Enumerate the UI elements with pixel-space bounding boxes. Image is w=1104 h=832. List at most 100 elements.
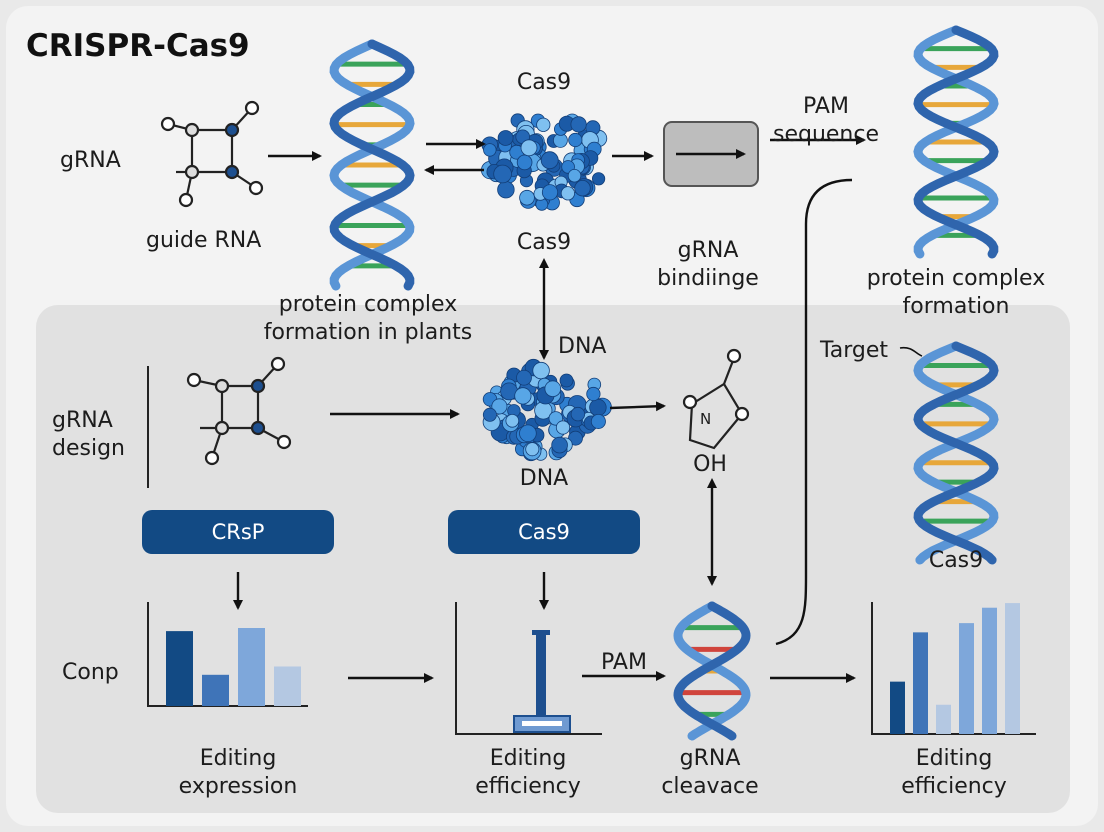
cluster-bead [491,398,508,415]
chart-bar [959,623,974,734]
label-target: Target [820,338,889,363]
cluster-bead [551,436,568,454]
label-editing-efficiency-right-2: efficiency [901,774,1007,799]
label-conp: Conp [62,660,119,685]
cluster-bead [516,154,533,171]
chart-bar [274,666,301,706]
dna-cluster-icon [482,358,612,462]
cluster-bead [544,380,562,398]
chart-bar [1005,603,1020,734]
label-pam-sequence-2: sequence [772,122,880,147]
bar-chart-right [890,603,1020,734]
label-editing-efficiency-mid-1: Editing [489,746,567,771]
cluster-bead [519,189,535,206]
cluster-bead [497,180,515,199]
label-cas9-under: Cas9 [516,230,572,255]
cluster-bead [568,132,583,148]
cluster-bead [505,413,520,428]
label-editing-expression-2: expression [178,774,298,799]
cluster-bead [560,186,576,201]
cluster-bead [567,168,582,183]
cluster-bead [570,116,587,133]
cluster-bead [483,143,497,157]
helix-layer [329,25,999,741]
label-editing-efficiency-mid-2: efficiency [475,774,581,799]
cluster-bead [514,387,532,405]
cluster-bead [536,117,551,132]
cas9-cluster-icon [480,113,608,211]
label-n: N [700,410,712,428]
helix-top-right-icon [913,25,999,259]
column-icon [513,630,571,733]
label-grna-cleavace-1: gRNA [679,746,741,771]
chart-bar [890,681,905,734]
label-grna: gRNA [60,148,121,173]
cluster-bead [570,406,586,422]
helix-cleavace-icon [673,601,751,741]
label-dna-arrow: DNA [558,334,607,359]
label-pam-bottom: PAM [601,650,647,675]
label-dna-under: DNA [519,466,569,491]
cluster-layer [480,113,612,462]
helix-target-icon [913,341,999,565]
label-grna-cleavace-2: cleavace [661,774,759,799]
grna-molecule-icon [160,100,264,208]
cas9-button[interactable]: Cas9 [448,510,640,554]
ring-molecule-icon [682,348,750,450]
helix-strand-back [329,39,415,291]
label-editing-expression-1: Editing [199,746,277,771]
label-cas9-right: Cas9 [928,548,984,573]
label-grna-binding-1: gRNA [677,238,739,263]
cluster-bead [520,139,538,157]
page-title: CRISPR-Cas9 [26,28,250,64]
helix-strand-back [673,601,751,741]
target-pointer [899,346,923,357]
cluster-bead [586,386,601,402]
grna-design-molecule-icon [186,356,292,466]
helix-strand-front [673,601,751,741]
label-grna-design-2: design [52,436,125,461]
cluster-bead [541,184,559,201]
cluster-bead [497,130,514,146]
cluster-bead [516,369,532,386]
label-protein-complex-plants-2: formation in plants [263,320,473,345]
label-protein-complex-plants-1: protein complex [278,292,458,317]
cluster-bead [482,407,497,422]
label-editing-efficiency-right-1: Editing [915,746,993,771]
cluster-bead [568,430,583,446]
label-cas9-top: Cas9 [516,70,572,95]
helix-strand-front [913,25,999,259]
cluster-bead [525,442,540,457]
cluster-bead [590,413,606,429]
cluster-bead [532,361,550,380]
helix-strand-front [329,39,415,291]
cluster-bead [591,172,606,186]
label-protein-complex-right-1: protein complex [866,266,1046,291]
cluster-bead [559,373,574,388]
label-pam-sequence-1: PAM [803,94,849,119]
arrow-layer [233,135,923,683]
chart-bar [166,631,193,706]
pam-box [663,121,759,187]
crsp-button[interactable]: CRsP [142,510,334,554]
cluster-bead [519,424,537,443]
cluster-bead [493,164,512,184]
label-oh: OH [693,452,727,477]
arrow-dna-to-ring [609,401,666,412]
helix-strand-front [913,341,999,565]
helix-strand-back [913,341,999,565]
chart-bar [936,704,951,734]
label-grna-binding-2: bindiinge [657,266,759,291]
chart-bar [202,674,229,706]
chart-bar [238,628,265,706]
cluster-bead [574,179,591,197]
label-grna-design-1: gRNA [52,408,113,433]
helix-strand-back [913,25,999,259]
chart-bar [913,632,928,734]
cluster-bead [555,420,571,435]
label-guide-rna: guide RNA [146,228,262,253]
chart-bar [982,607,997,734]
connector-curve [775,178,853,646]
